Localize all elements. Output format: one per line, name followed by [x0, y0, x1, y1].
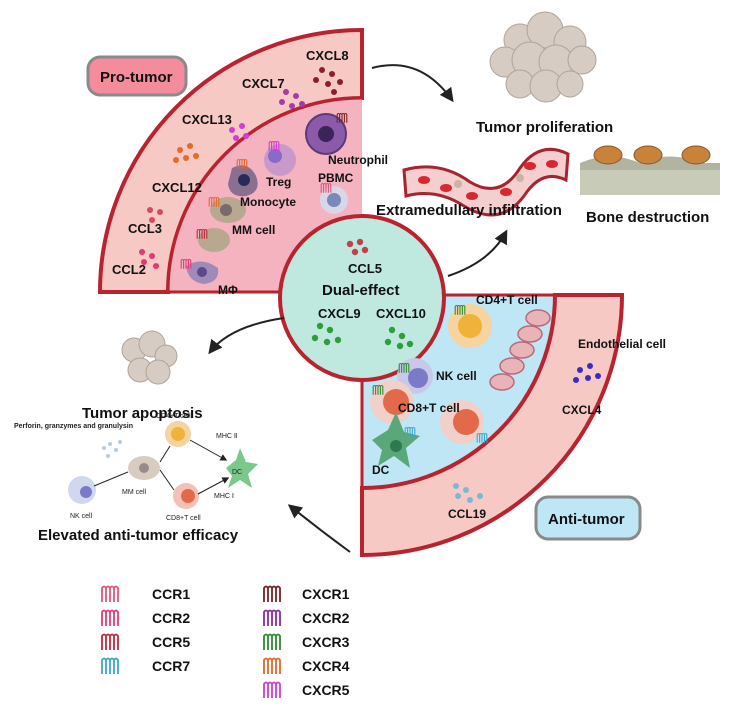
chemokine-ccl2: CCL2	[112, 262, 146, 277]
legend-label: CCR1	[152, 586, 190, 602]
legend-swatch-icon	[101, 633, 119, 651]
legend-label: CXCR4	[302, 658, 350, 674]
legend-swatch-icon	[263, 633, 281, 651]
anti-outer-ring	[360, 293, 625, 558]
dual-effect-label: Dual-effect	[322, 282, 400, 299]
cell-neutrophil: Neutrophil	[328, 153, 388, 167]
tumor-apoptosis-label: Tumor apoptosis	[82, 405, 203, 422]
mini-mhc2: MHC Ⅱ	[216, 433, 237, 440]
legend-item: CCR7	[101, 657, 190, 675]
anti-tumor-box	[534, 495, 642, 541]
chemokine-ccl19: CCL19	[448, 507, 486, 521]
legend-item: CXCR4	[263, 657, 350, 675]
legend-item: CCR2	[101, 609, 190, 627]
chemokine-cxcl13: CXCL13	[182, 112, 232, 127]
receptor-legend: CCR1 CCR2 CCR5 CCR7 CXCR1 CXCR2 CXCR3 C	[101, 585, 350, 699]
dual-effect-circle	[278, 214, 446, 382]
legend-label: CXCR5	[302, 682, 350, 698]
legend-label: CCR7	[152, 658, 190, 674]
legend-label: CCR2	[152, 610, 190, 626]
cell-pbmc: PBMC	[318, 171, 354, 185]
mini-perforin: Perforin, granzymes and granulysin	[14, 423, 133, 430]
blood-vessel	[402, 147, 570, 217]
cell-nk: NK cell	[436, 369, 477, 383]
chemokine-cxcl7: CXCL7	[242, 76, 285, 91]
cxcl9-label: CXCL9	[318, 306, 361, 321]
legend-label: CXCR3	[302, 634, 350, 650]
legend-swatch-icon	[263, 609, 281, 627]
cell-cd4: CD4+T cell	[476, 293, 538, 307]
chemokine-cxcl8: CXCL8	[306, 48, 349, 63]
bone-destruction-label: Bone destruction	[586, 209, 709, 226]
legend-item: CCR5	[101, 633, 190, 651]
anti-tumor-label: Anti-tumor	[548, 511, 625, 528]
legend-swatch-icon	[101, 609, 119, 627]
legend-swatch-icon	[263, 657, 281, 675]
flow-arrows	[208, 64, 508, 553]
chemokine-ccl3: CCL3	[128, 221, 162, 236]
cell-dc: DC	[372, 463, 390, 477]
anti-cells	[370, 304, 551, 468]
legend-item: CCR1	[101, 585, 190, 603]
legend-label: CXCR1	[302, 586, 350, 602]
mini-dc: DC	[232, 469, 242, 476]
mini-mm: MM cell	[122, 489, 147, 496]
chemokine-dots-pro	[139, 67, 343, 269]
cell-treg: Treg	[266, 175, 291, 189]
chemokine-cxcl12: CXCL12	[152, 180, 202, 195]
legend-swatch-icon	[263, 681, 281, 699]
endothelial-cells	[489, 309, 551, 391]
endothelial-label: Endothelial cell	[578, 337, 666, 351]
mini-cd4: CD4+T cell	[156, 413, 191, 420]
legend-swatch-icon	[101, 585, 119, 603]
chemokine-dots-anti	[453, 363, 601, 503]
cxcl10-label: CXCL10	[376, 306, 426, 321]
legend-item: CXCR3	[263, 633, 350, 651]
cell-macrophage: MΦ	[218, 283, 238, 297]
pro-tumor-label: Pro-tumor	[100, 69, 173, 86]
legend-item: CXCR1	[263, 585, 350, 603]
tumor-cluster-top	[489, 11, 597, 103]
mini-mhc1: MHC Ⅰ	[214, 493, 234, 500]
bone-graphic	[580, 145, 720, 195]
legend-swatch-icon	[101, 657, 119, 675]
mini-nk: NK cell	[70, 513, 93, 520]
pro-tumor-box	[86, 55, 188, 97]
tumor-proliferation-label: Tumor proliferation	[476, 119, 613, 136]
legend-item: CXCR5	[263, 681, 350, 699]
pro-cells	[186, 113, 348, 284]
legend-swatch-icon	[263, 585, 281, 603]
legend-label: CCR5	[152, 634, 190, 650]
legend-item: CXCR2	[263, 609, 350, 627]
ccl5-label: CCL5	[348, 261, 382, 276]
mini-cd8: CD8+T cell	[166, 515, 201, 522]
tumor-cluster-apoptosis	[121, 330, 178, 385]
elevated-efficacy-label: Elevated anti-tumor efficacy	[38, 527, 239, 544]
chemokine-cxcl4: CXCL4	[562, 403, 602, 417]
cell-monocyte: Monocyte	[240, 195, 296, 209]
mini-diagram: Perforin, granzymes and granulysin CD4+T…	[14, 413, 258, 522]
cell-endothelial: Endothelial cell	[578, 337, 666, 351]
cell-mm: MM cell	[232, 223, 275, 237]
cell-cd8: CD8+T cell	[398, 401, 460, 415]
extramedullary-label: Extramedullary infiltration	[376, 202, 562, 219]
legend-label: CXCR2	[302, 610, 350, 626]
